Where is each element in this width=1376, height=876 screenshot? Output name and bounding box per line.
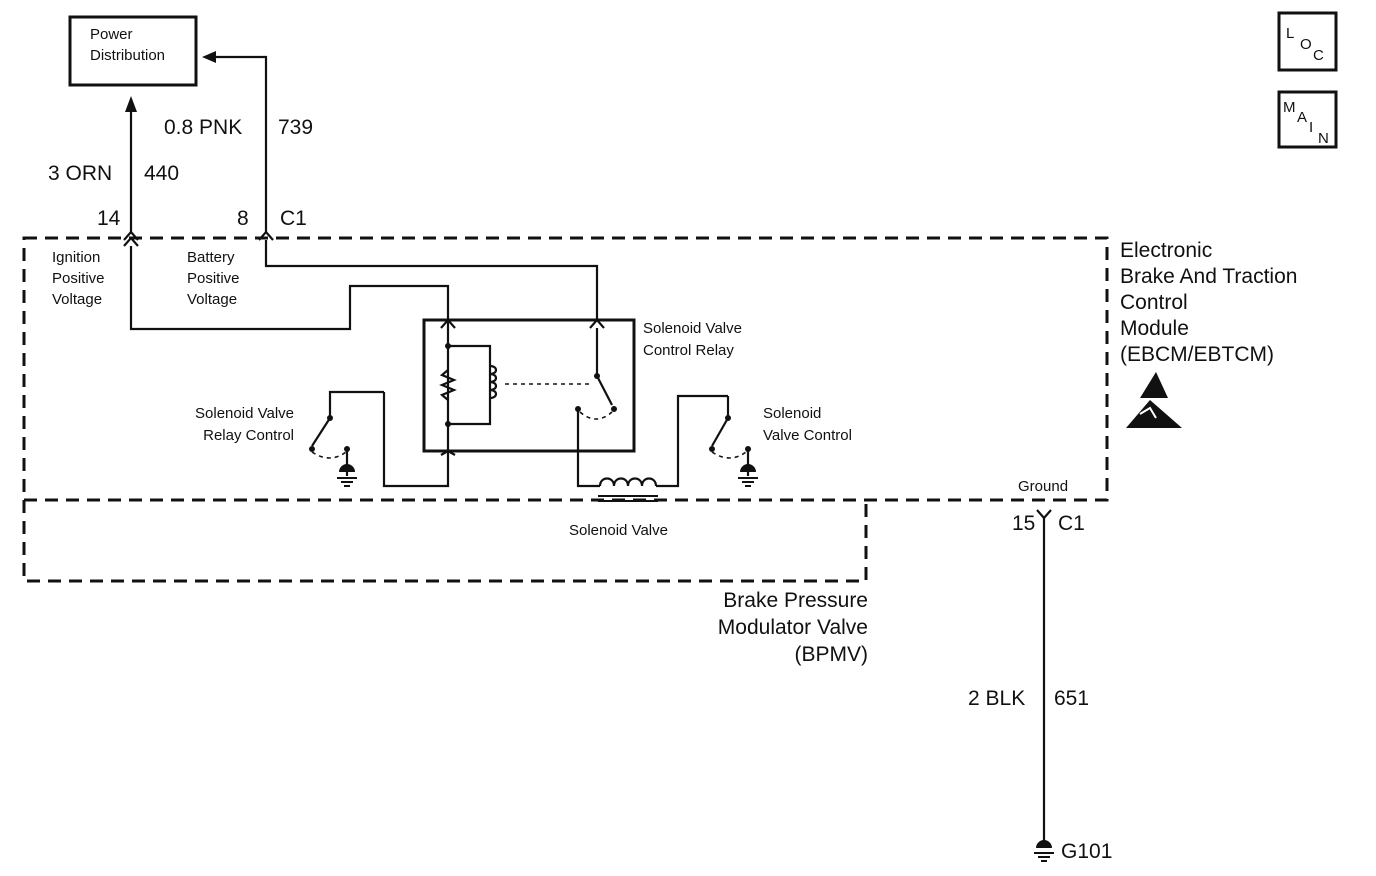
- ignition-label-1: Ignition: [52, 249, 100, 266]
- loc-letter-o: O: [1300, 36, 1312, 53]
- main-badge[interactable]: [1277, 90, 1338, 149]
- batt-connector: C1: [280, 207, 307, 230]
- ign-pin: 14: [97, 207, 121, 230]
- batt-wire-color: 0.8 PNK: [164, 116, 242, 139]
- ignition-arrow-icon: [125, 96, 137, 112]
- battery-label-1: Battery: [187, 249, 235, 266]
- ebcm-label-4: Module: [1120, 317, 1189, 340]
- bpmv-label-2: Modulator Valve: [718, 616, 868, 639]
- main-letter-m: M: [1283, 99, 1296, 116]
- loc-badge[interactable]: [1277, 11, 1338, 72]
- relay-box: [422, 318, 636, 453]
- relay-control-label-2: Relay Control: [203, 427, 294, 444]
- relay-label-1: Solenoid Valve: [643, 320, 742, 337]
- relay-coil-icon: [489, 364, 498, 400]
- batt-pin: 8: [237, 207, 249, 230]
- ground-circuit: 651: [1054, 687, 1089, 710]
- battery-arrow-icon: [202, 51, 216, 63]
- ground-pin: 15: [1012, 512, 1035, 535]
- connector-pin-icon: [1036, 509, 1052, 520]
- main-letter-i: I: [1309, 119, 1313, 136]
- solenoid-valve-label: Solenoid Valve: [569, 522, 668, 539]
- relay-control-label-1: Solenoid Valve: [195, 405, 294, 422]
- battery-label-3: Voltage: [187, 291, 237, 308]
- batt-circuit: 739: [278, 116, 313, 139]
- loc-letter-l: L: [1286, 25, 1294, 42]
- power-distribution-box: [68, 15, 198, 87]
- ignition-internal-wire: [129, 246, 450, 331]
- ebcm-label-5: (EBCM/EBTCM): [1120, 343, 1274, 366]
- valve-control-label-2: Valve Control: [763, 427, 852, 444]
- esd-warning-icon: [1126, 372, 1182, 428]
- main-letter-n: N: [1318, 130, 1329, 147]
- bpmv-label-3: (BPMV): [795, 643, 869, 666]
- battery-wire: [212, 55, 268, 232]
- bpmv-label-1: Brake Pressure: [723, 589, 868, 612]
- ignition-label-2: Positive: [52, 270, 105, 287]
- ground-icon: [337, 464, 357, 487]
- battery-internal-wire: [264, 240, 599, 320]
- power-distribution-label-1: Power: [90, 26, 133, 43]
- main-letter-a: A: [1297, 109, 1307, 126]
- ebcm-label-2: Brake And Traction: [1120, 265, 1297, 288]
- valve-control-switch: [711, 417, 729, 447]
- loc-letter-c: C: [1313, 47, 1324, 64]
- ground-label: Ground: [1018, 478, 1068, 495]
- power-distribution-label-2: Distribution: [90, 47, 165, 64]
- ground-connector: C1: [1058, 512, 1085, 535]
- resistor-icon: [439, 369, 457, 401]
- ground-point-label: G101: [1061, 840, 1112, 863]
- ground-icon: [738, 464, 758, 487]
- relay-control-switch: [311, 417, 331, 447]
- bpmv-boundary: [22, 500, 868, 583]
- ebcm-label-1: Electronic: [1120, 239, 1212, 262]
- ignition-label-3: Voltage: [52, 291, 102, 308]
- ground-wire-color: 2 BLK: [968, 687, 1025, 710]
- ign-wire-color: 3 ORN: [48, 162, 112, 185]
- solenoid-coil-icon: [598, 477, 658, 487]
- ebcm-label-3: Control: [1120, 291, 1188, 314]
- ground-icon: [1034, 840, 1054, 862]
- battery-label-2: Positive: [187, 270, 240, 287]
- valve-control-label-1: Solenoid: [763, 405, 821, 422]
- relay-label-2: Control Relay: [643, 342, 734, 359]
- ign-circuit: 440: [144, 162, 179, 185]
